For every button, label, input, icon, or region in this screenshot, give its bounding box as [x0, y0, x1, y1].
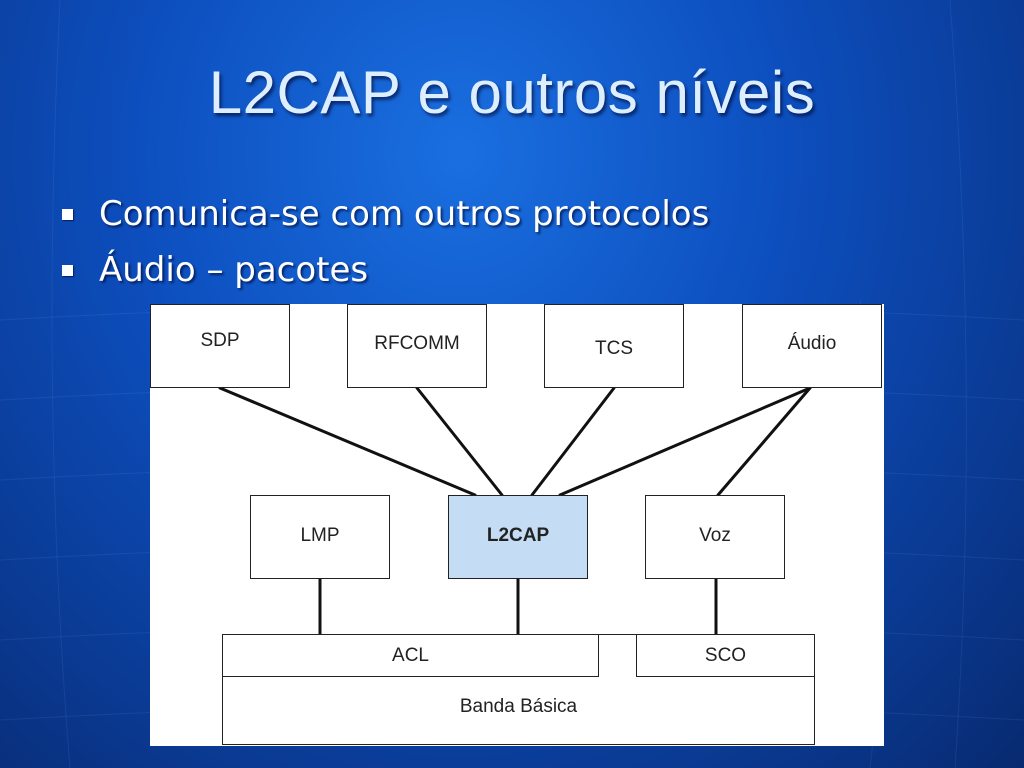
- bullet-list: Comunica-se com outros protocolos Áudio …: [62, 186, 709, 298]
- rfcomm-box: RFCOMM: [347, 304, 487, 388]
- tcs-box: TCS: [544, 304, 684, 388]
- acl-box: ACL: [222, 634, 599, 677]
- protocol-stack-diagram: SDP RFCOMM TCS Áudio LMP L2CAP Voz Banda…: [150, 304, 884, 746]
- l2cap-label: L2CAP: [486, 525, 550, 546]
- l2cap-box: L2CAP: [448, 495, 588, 579]
- connector-audio-l2cap: [558, 386, 812, 497]
- sco-label: SCO: [704, 644, 747, 666]
- sdp-box: SDP: [150, 304, 290, 388]
- sco-box: SCO: [636, 634, 815, 677]
- acl-label: ACL: [392, 644, 429, 666]
- bullet-item: Áudio – pacotes: [62, 242, 709, 298]
- slide-title: L2CAP e outros níveis: [208, 59, 816, 126]
- audio-box: Áudio: [742, 304, 882, 388]
- lmp-box: LMP: [250, 495, 390, 579]
- square-bullet-icon: [62, 208, 73, 220]
- connector-tcs-l2cap: [530, 386, 616, 497]
- connector-audio-voz: [716, 386, 812, 497]
- square-bullet-icon: [62, 264, 73, 276]
- lmp-label: LMP: [300, 525, 340, 546]
- bullet-text: Comunica-se com outros protocolos: [99, 194, 710, 234]
- bullet-text: Áudio – pacotes: [99, 250, 369, 290]
- connector-sdp-l2cap: [218, 386, 477, 497]
- rfcomm-label: RFCOMM: [374, 333, 460, 354]
- banda-basica-label: Banda Básica: [459, 696, 578, 717]
- voz-label: Voz: [699, 525, 731, 546]
- connector-rfcomm-l2cap: [415, 386, 504, 497]
- tcs-label: TCS: [595, 338, 633, 359]
- sdp-label: SDP: [200, 330, 240, 351]
- diagram-connectors: [218, 386, 812, 636]
- audio-label: Áudio: [787, 333, 837, 354]
- voz-box: Voz: [645, 495, 785, 579]
- bullet-item: Comunica-se com outros protocolos: [62, 186, 709, 242]
